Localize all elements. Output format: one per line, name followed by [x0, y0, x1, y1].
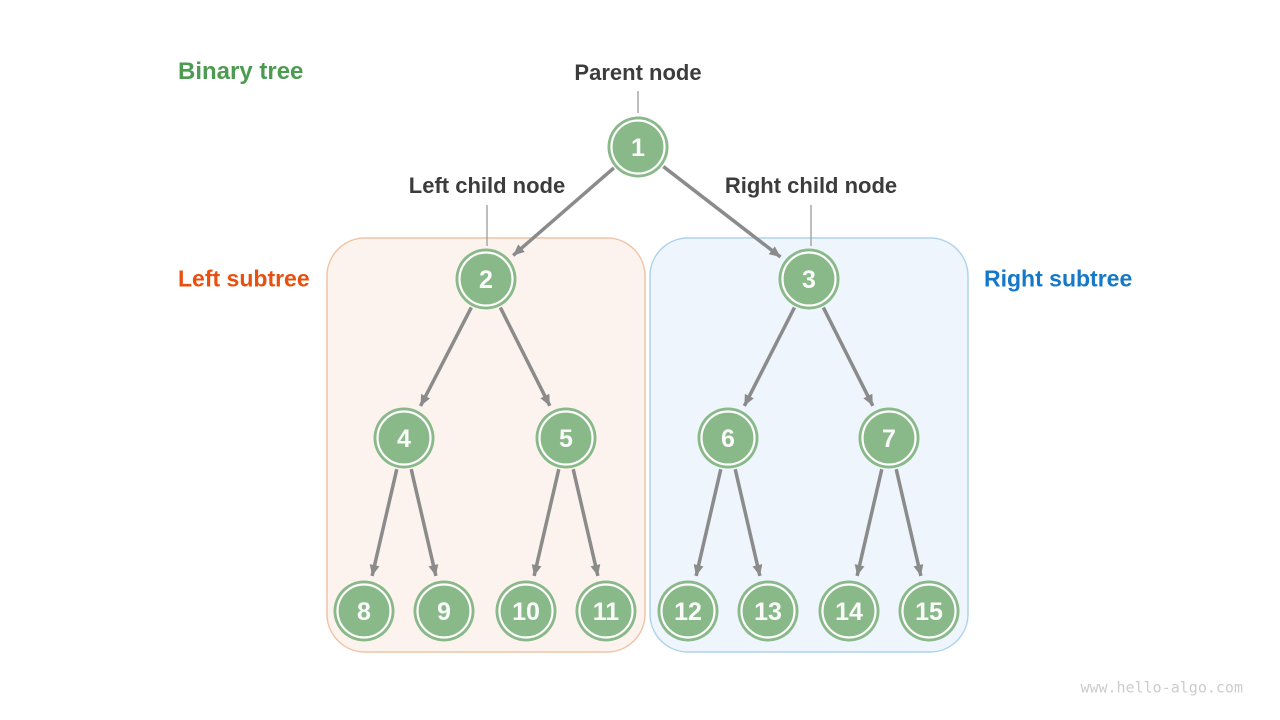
tree-node-value: 7 [882, 425, 896, 453]
tree-node-9: 9 [413, 580, 475, 642]
tree-node-10: 10 [495, 580, 557, 642]
tree-node-1: 1 [607, 116, 669, 178]
tree-edge-3-6 [742, 306, 797, 407]
tree-node-value: 5 [559, 425, 573, 453]
tree-node-value: 4 [397, 425, 411, 453]
tree-node-value: 11 [593, 598, 620, 626]
tree-edge-6-12 [693, 468, 723, 577]
left-subtree-box [326, 237, 646, 653]
left-child-node-label: Left child node [408, 173, 566, 198]
tree-node-value: 12 [674, 598, 702, 626]
tree-edge-5-11 [571, 468, 601, 577]
left-subtree-label: Left subtree [178, 265, 310, 292]
tree-edge-2-4 [418, 306, 473, 407]
tree-node-value: 1 [631, 134, 645, 162]
parent-node-label: Parent node [574, 60, 702, 85]
tree-node-14: 14 [818, 580, 880, 642]
tree-node-value: 13 [754, 598, 782, 626]
diagram-title: Binary tree [178, 58, 304, 85]
tree-edge-1-3 [662, 165, 782, 259]
tree-node-13: 13 [737, 580, 799, 642]
tree-edge-4-8 [369, 468, 399, 577]
tree-node-7: 7 [858, 407, 920, 469]
tree-node-4: 4 [373, 407, 435, 469]
right-subtree-box [649, 237, 969, 653]
tree-node-8: 8 [333, 580, 395, 642]
tree-node-value: 6 [721, 425, 735, 453]
tree-node-value: 14 [835, 598, 863, 626]
tree-node-6: 6 [697, 407, 759, 469]
tree-node-12: 12 [657, 580, 719, 642]
tree-node-2: 2 [455, 248, 517, 310]
tree-edge-5-10 [531, 468, 561, 577]
tree-edge-3-7 [821, 306, 875, 407]
tree-edge-4-9 [409, 468, 439, 577]
tree-node-value: 9 [437, 598, 451, 626]
tree-node-3: 3 [778, 248, 840, 310]
watermark: www.hello-algo.com [1080, 678, 1243, 697]
tree-node-15: 15 [898, 580, 960, 642]
tree-node-5: 5 [535, 407, 597, 469]
tree-edge-7-14 [854, 468, 884, 577]
tree-node-value: 2 [479, 266, 493, 294]
tree-node-value: 3 [802, 266, 816, 294]
tree-node-value: 8 [357, 598, 371, 626]
tree-node-value: 15 [915, 598, 943, 626]
tree-edge-6-13 [733, 468, 763, 577]
right-subtree-label: Right subtree [984, 265, 1133, 292]
tree-edge-2-5 [498, 306, 552, 407]
tree-node-value: 10 [512, 598, 540, 626]
tree-edge-1-2 [512, 166, 615, 257]
right-child-node-label: Right child node [724, 173, 898, 198]
tree-node-11: 11 [575, 580, 637, 642]
tree-edge-7-15 [894, 468, 924, 577]
